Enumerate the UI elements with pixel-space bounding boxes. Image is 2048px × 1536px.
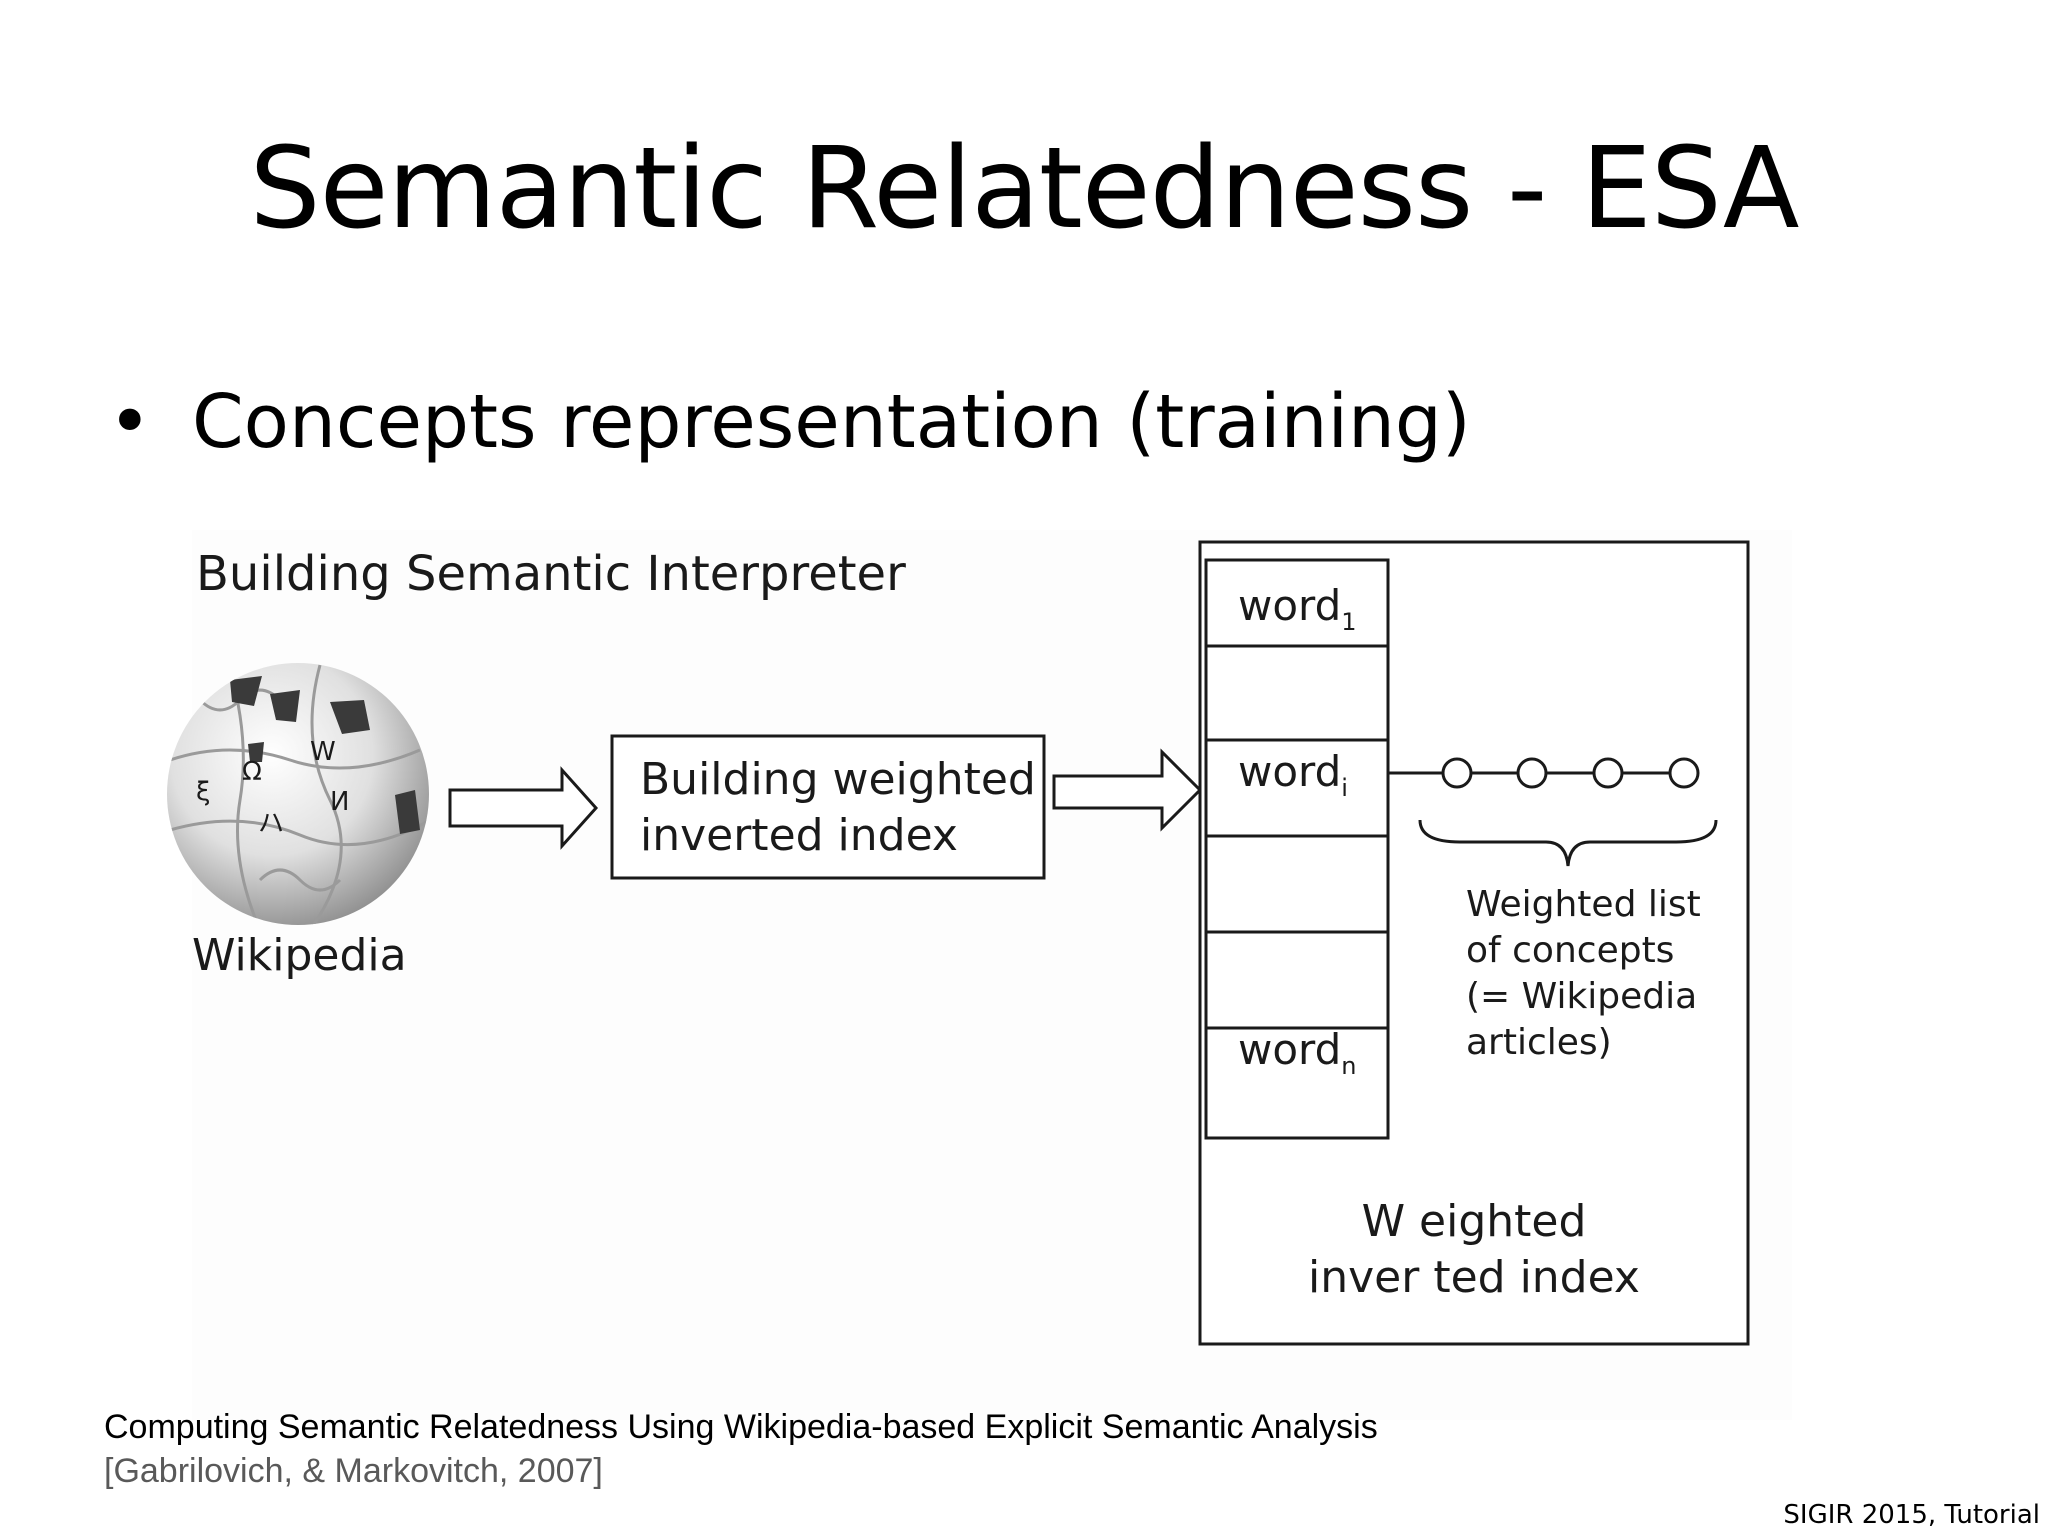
- index-caption-line2: inver ted index: [1308, 1252, 1640, 1303]
- process-box-line1: Building weighted: [640, 754, 1036, 805]
- svg-text:ξ: ξ: [196, 777, 211, 807]
- concept-node: [1516, 757, 1548, 789]
- concept-brace: [1418, 819, 1718, 867]
- index-caption-line1: W eighted: [1362, 1196, 1587, 1247]
- process-box: [610, 734, 1046, 880]
- wikipedia-label: Wikipedia: [192, 930, 407, 981]
- concept-note-line1: Weighted list: [1466, 884, 1701, 925]
- word-column: [1204, 558, 1390, 1140]
- concept-note-line4: articles): [1466, 1022, 1612, 1063]
- concept-chain: [1388, 757, 1700, 789]
- citation-title: Computing Semantic Relatedness Using Wik…: [104, 1408, 1378, 1446]
- word-row-n: wordn: [1238, 1025, 1356, 1080]
- svg-text:Ω: Ω: [242, 757, 262, 787]
- bullet-marker: •: [108, 379, 152, 465]
- svg-text:W: W: [310, 737, 336, 767]
- concept-note-line2: of concepts: [1466, 930, 1674, 971]
- concept-note-line3: (= Wikipedia: [1466, 976, 1697, 1017]
- word-row-i: wordi: [1238, 747, 1348, 802]
- word-row-1: word1: [1238, 581, 1357, 636]
- svg-text:И: И: [330, 787, 349, 817]
- concept-node: [1592, 757, 1624, 789]
- citation-reference: [Gabrilovich, & Markovitch, 2007]: [104, 1452, 603, 1490]
- process-box-line2: inverted index: [640, 810, 958, 861]
- footer-text: SIGIR 2015, Tutorial: [1783, 1500, 2040, 1530]
- svg-text:ハ: ハ: [258, 809, 284, 839]
- concept-node: [1668, 757, 1700, 789]
- diagram-heading: Building Semantic Interpreter: [196, 546, 906, 602]
- bullet-text: Concepts representation (training): [192, 379, 1471, 465]
- wikipedia-globe-icon: Ω W И ハ ξ: [167, 663, 429, 925]
- arrow-to-process: [448, 766, 599, 850]
- slide-title: Semantic Relatedness - ESA: [249, 124, 1799, 254]
- concept-node: [1441, 757, 1473, 789]
- arrow-to-index: [1052, 748, 1203, 832]
- bullet-item: • Concepts representation (training): [108, 378, 1471, 467]
